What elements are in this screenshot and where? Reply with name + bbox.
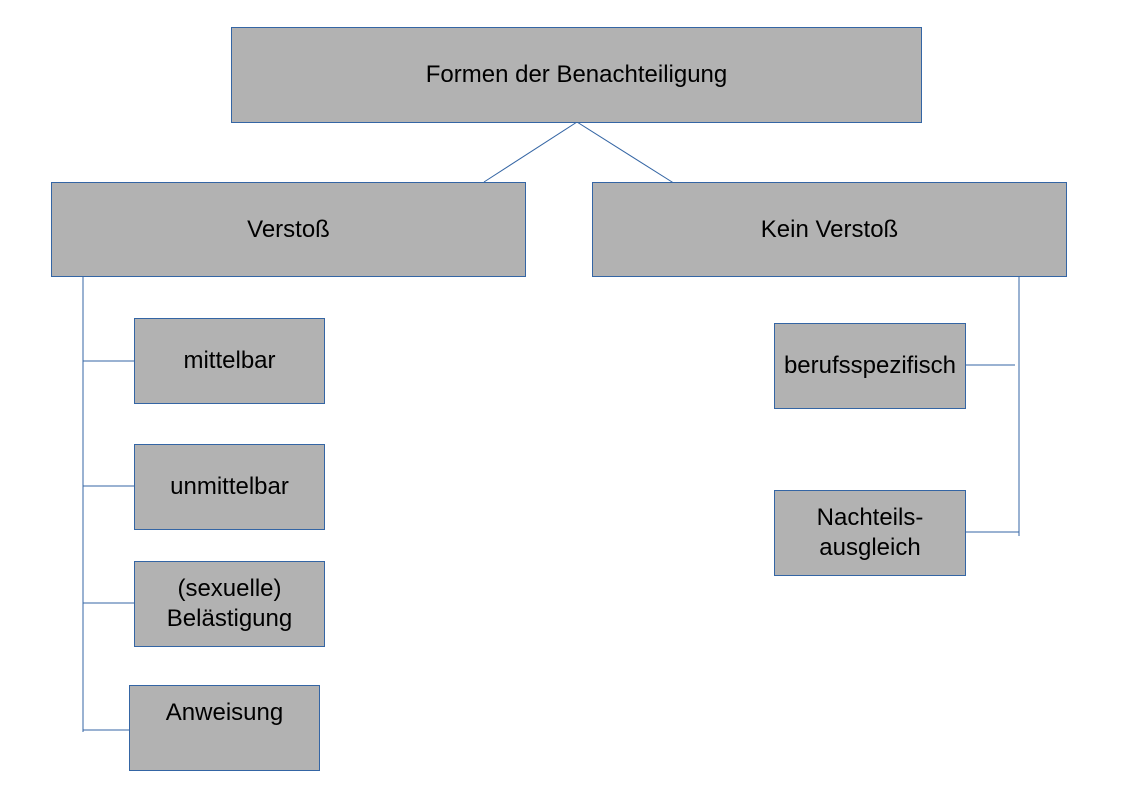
branch-node-verstoss: Verstoß — [51, 182, 526, 277]
leaf-node-nachteilsausgleich-line-2: ausgleich — [819, 534, 921, 561]
leaf-node-sexuelle-belaestigung-line-1: (sexuelle) — [177, 575, 282, 602]
root-node-label: Formen der Benachteiligung — [425, 61, 728, 88]
leaf-node-nachteilsausgleich: Nachteils- ausgleich — [774, 490, 966, 576]
branch-node-kein-verstoss: Kein Verstoß — [592, 182, 1067, 277]
leaf-node-unmittelbar-label: unmittelbar — [170, 473, 289, 500]
leaf-node-anweisung-label: Anweisung — [165, 699, 284, 726]
branch-node-verstoss-label: Verstoß — [247, 215, 330, 243]
leaf-node-anweisung: Anweisung — [129, 685, 320, 771]
leaf-node-sexuelle-belaestigung: (sexuelle) Belästigung — [134, 561, 325, 647]
connector-root-to-kein-verstoss — [576, 121, 681, 188]
leaf-node-mittelbar-label: mittelbar — [183, 347, 276, 374]
leaf-node-sexuelle-belaestigung-line-2: Belästigung — [166, 605, 293, 632]
leaf-node-berufsspezifisch-label: berufsspezifisch — [783, 352, 957, 379]
root-node: Formen der Benachteiligung — [231, 27, 922, 123]
connector-root-to-verstoss — [483, 121, 578, 183]
leaf-node-berufsspezifisch: berufsspezifisch — [774, 323, 966, 409]
leaf-node-mittelbar: mittelbar — [134, 318, 325, 404]
leaf-node-unmittelbar: unmittelbar — [134, 444, 325, 530]
branch-node-kein-verstoss-label: Kein Verstoß — [760, 215, 899, 243]
leaf-node-nachteilsausgleich-line-1: Nachteils- — [816, 504, 924, 531]
